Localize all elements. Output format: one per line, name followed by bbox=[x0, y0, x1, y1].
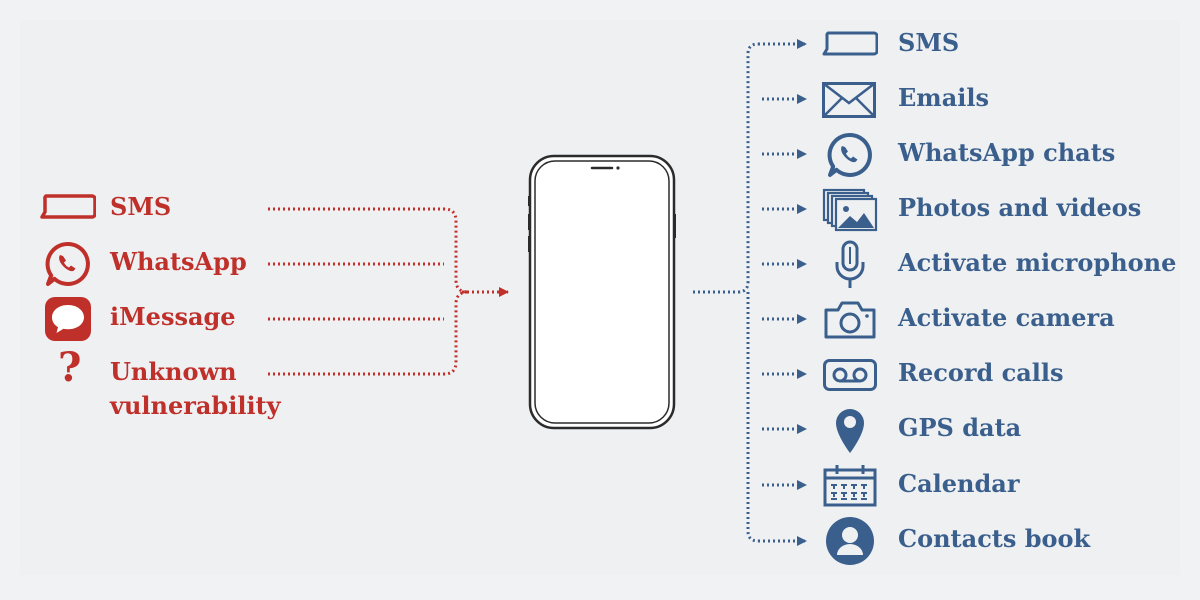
attack-vector-whatsapp-label: WhatsApp bbox=[110, 247, 247, 276]
connector-sms bbox=[268, 207, 469, 294]
whatsapp-icon bbox=[827, 132, 872, 177]
calendar-icon bbox=[823, 465, 877, 507]
capability-contacts-label: Contacts book bbox=[898, 524, 1091, 553]
question-mark-icon: ? bbox=[58, 344, 82, 391]
capability-whatsapp-chats-label: WhatsApp chats bbox=[898, 138, 1116, 167]
contact-icon bbox=[826, 517, 874, 565]
capability-microphone-label: Activate microphone bbox=[898, 248, 1177, 277]
imessage-icon bbox=[45, 297, 91, 341]
capability-calendar-label: Calendar bbox=[898, 469, 1020, 498]
capability-photos-label: Photos and videos bbox=[898, 193, 1142, 222]
photos-icon bbox=[822, 188, 878, 232]
smartphone-icon bbox=[528, 154, 676, 430]
envelope-icon bbox=[822, 82, 876, 118]
sms-icon bbox=[40, 194, 96, 219]
connector-unknown bbox=[268, 290, 469, 376]
location-pin-icon bbox=[836, 409, 864, 453]
capability-camera-label: Activate camera bbox=[898, 303, 1115, 332]
voicemail-icon bbox=[823, 359, 877, 391]
whatsapp-icon bbox=[45, 241, 90, 286]
attack-vector-unknown-label: Unknown vulnerability bbox=[110, 357, 281, 420]
camera-icon bbox=[824, 301, 876, 339]
connector-from-phone bbox=[693, 42, 759, 294]
microphone-icon bbox=[835, 240, 865, 288]
capability-connectors bbox=[693, 42, 759, 543]
capability-emails-label: Emails bbox=[898, 83, 989, 112]
sms-icon bbox=[822, 31, 878, 56]
attack-vector-imessage-label: iMessage bbox=[110, 302, 236, 331]
capability-arrows bbox=[758, 39, 807, 546]
capability-gps-label: GPS data bbox=[898, 413, 1022, 442]
attack-connectors bbox=[268, 207, 509, 376]
attack-vector-sms-label: SMS bbox=[110, 192, 172, 221]
capability-record-calls-label: Record calls bbox=[898, 358, 1064, 387]
connector-down bbox=[746, 292, 759, 543]
capability-sms-label: SMS bbox=[898, 28, 960, 57]
